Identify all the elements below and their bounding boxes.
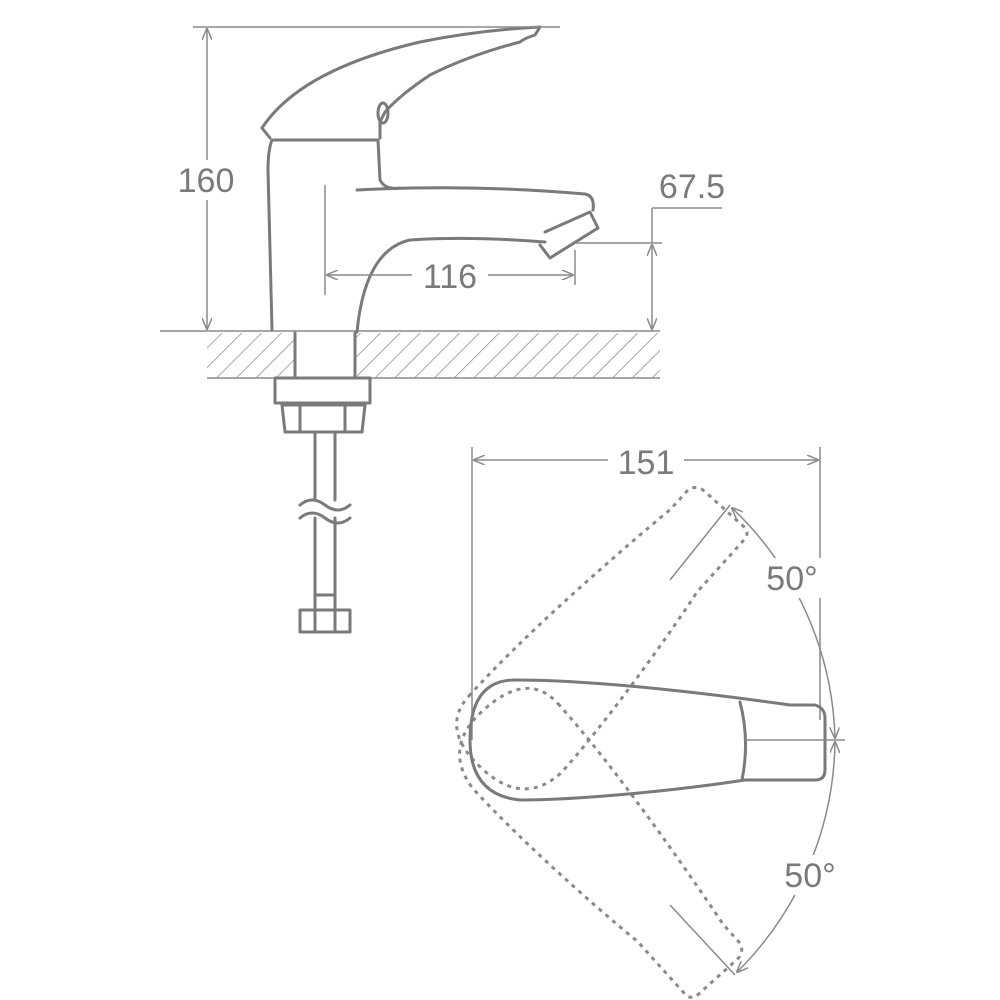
handle-rotated-down bbox=[458, 687, 744, 999]
faucet-body bbox=[260, 25, 600, 634]
countertop bbox=[160, 330, 660, 379]
dimension-angles: 50° 50° bbox=[669, 504, 842, 976]
handle-width-label: 151 bbox=[618, 444, 675, 482]
dimension-spout-reach: 116 bbox=[324, 185, 576, 296]
top-view: 151 50° 50° bbox=[455, 442, 845, 999]
spout-reach-label: 116 bbox=[423, 258, 477, 296]
dimension-spout-height: 67.5 bbox=[575, 168, 725, 329]
handle-rotated-up bbox=[455, 486, 749, 791]
dimension-handle-width: 151 bbox=[471, 442, 821, 740]
dimension-height: 160 bbox=[175, 26, 560, 329]
spout-height-label: 67.5 bbox=[659, 168, 725, 206]
angle-up-label: 50° bbox=[766, 560, 817, 598]
height-label: 160 bbox=[178, 162, 235, 200]
side-view: 160 116 67.5 bbox=[160, 25, 725, 634]
angle-down-label: 50° bbox=[784, 857, 835, 895]
handle-top bbox=[468, 678, 845, 802]
